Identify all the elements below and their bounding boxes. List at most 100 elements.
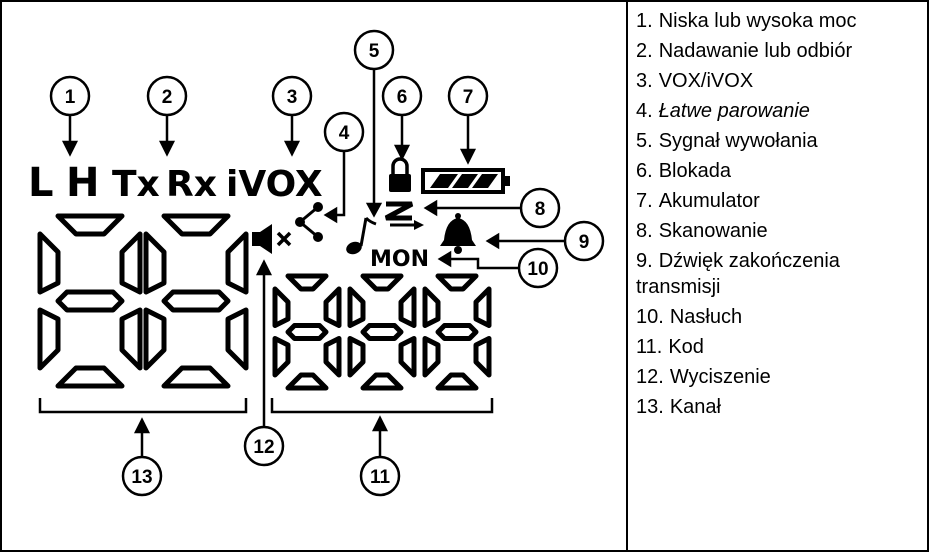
- legend-item-label: Sygnał wywołania: [658, 130, 818, 152]
- code-digit-segment: [360, 273, 404, 292]
- channel-digit-segment: [55, 289, 125, 313]
- code-digit-segment: [422, 286, 441, 328]
- code-digit-segment: [473, 336, 492, 378]
- channel-digit-segment: [37, 231, 61, 295]
- code-digit-segment: [473, 286, 492, 328]
- code-digit-segment: [285, 323, 329, 341]
- lock-icon: [389, 157, 411, 192]
- channel-digit-segment: [161, 289, 231, 313]
- code-digit-segment: [323, 336, 342, 378]
- legend-item-number: 8.: [636, 220, 653, 242]
- channel-digit-segment: [119, 307, 143, 371]
- legend-item: 12.Wyciszenie: [628, 362, 926, 392]
- callout-circle: [49, 75, 91, 117]
- battery-icon: [421, 168, 510, 194]
- code-digit-segment: [323, 286, 342, 328]
- code-digit-segment: [360, 372, 404, 391]
- code-digit: [422, 273, 492, 391]
- legend-item-label: Dźwięk zakończenia transmisji: [636, 250, 840, 298]
- legend-item-number: 1.: [636, 10, 653, 32]
- legend-item-label: VOX/iVOX: [658, 70, 754, 92]
- lcd-high-power: H: [66, 160, 99, 206]
- legend-item-number: 3.: [636, 70, 653, 92]
- callout-circle: [359, 455, 401, 497]
- callout-number: 5: [369, 41, 380, 62]
- callout-circle: [353, 29, 395, 71]
- music-note-icon: [346, 216, 377, 255]
- legend-item: 1.Niska lub wysoka moc: [628, 6, 926, 36]
- legend-item-number: 2.: [636, 40, 653, 62]
- code-digit-segment: [435, 323, 479, 341]
- channel-digit: [37, 213, 143, 389]
- lcd-low-power: L: [28, 160, 54, 206]
- legend-item-number: 7.: [636, 190, 653, 212]
- legend-item-label: Kod: [668, 336, 704, 358]
- channel-digit-segment: [37, 307, 61, 371]
- callout-circle: [563, 220, 605, 262]
- channel-digit: [143, 213, 249, 389]
- channel-digit-segment: [55, 365, 125, 389]
- callout-circle: [271, 75, 313, 117]
- callout-circle: [146, 75, 188, 117]
- channel-digit-segment: [143, 231, 167, 295]
- code-digit-segment: [398, 336, 417, 378]
- legend-item-label: Niska lub wysoka moc: [658, 10, 857, 32]
- code-digit-segment: [435, 372, 479, 391]
- callout-circle: [517, 247, 559, 289]
- bell-icon: [440, 213, 476, 254]
- legend-item-number: 10.: [636, 306, 664, 328]
- legend-item: 7.Akumulator: [628, 186, 926, 216]
- legend-item: 5.Sygnał wywołania: [628, 126, 926, 156]
- callout-number: 3: [287, 87, 298, 108]
- legend-item-number: 12.: [636, 366, 664, 388]
- callout-number: 2: [162, 87, 173, 108]
- legend-item-label: Łatwe parowanie: [658, 100, 810, 122]
- legend-item-label: Nasłuch: [669, 306, 743, 328]
- legend-item-number: 4.: [636, 100, 653, 122]
- channel-digits: [37, 213, 249, 389]
- callout-number: 6: [397, 87, 408, 108]
- legend-item: 3.VOX/iVOX: [628, 66, 926, 96]
- legend-item-label: Skanowanie: [658, 220, 768, 242]
- code-digit: [272, 273, 342, 391]
- channel-bracket: [38, 398, 248, 414]
- channel-digit-segment: [143, 307, 167, 371]
- code-digit-segment: [347, 286, 366, 328]
- legend-item-number: 6.: [636, 160, 653, 182]
- channel-digit-segment: [55, 213, 125, 237]
- legend-item-number: 11.: [636, 336, 663, 358]
- code-digit-segment: [422, 336, 441, 378]
- code-digit-segment: [285, 372, 329, 391]
- code-digit-segment: [435, 273, 479, 292]
- code-digit-segment: [272, 286, 291, 328]
- legend-item: 10.Nasłuch: [628, 302, 926, 332]
- callout-number: 7: [463, 87, 474, 108]
- legend-item: 11.Kod: [628, 332, 926, 362]
- callout-number: 12: [253, 437, 274, 458]
- legend-item-label: Wyciszenie: [669, 366, 771, 388]
- callout-number: 10: [527, 259, 548, 280]
- legend-item: 13.Kanał: [628, 392, 926, 422]
- code-digit-segment: [272, 336, 291, 378]
- callout-number: 11: [370, 467, 391, 488]
- code-digit-segment: [285, 273, 329, 292]
- callout-arrows: [61, 70, 565, 456]
- channel-digit-segment: [161, 365, 231, 389]
- scan-icon: [384, 201, 424, 230]
- callout-number: 9: [579, 232, 590, 253]
- lcd-monitor: MON: [370, 247, 429, 272]
- legend-item: 6.Blokada: [628, 156, 926, 186]
- callout-circle: [323, 111, 365, 153]
- legend-item: 9.Dźwięk zakończenia transmisji: [628, 246, 926, 302]
- callout-circle: [121, 455, 163, 497]
- code-digit-segment: [347, 336, 366, 378]
- callout-number: 13: [131, 467, 152, 488]
- legend-item-number: 13.: [636, 396, 664, 418]
- legend-item: 8.Skanowanie: [628, 216, 926, 246]
- code-digits: [272, 273, 492, 391]
- callout-circle: [243, 425, 285, 467]
- callout-circle: [447, 75, 489, 117]
